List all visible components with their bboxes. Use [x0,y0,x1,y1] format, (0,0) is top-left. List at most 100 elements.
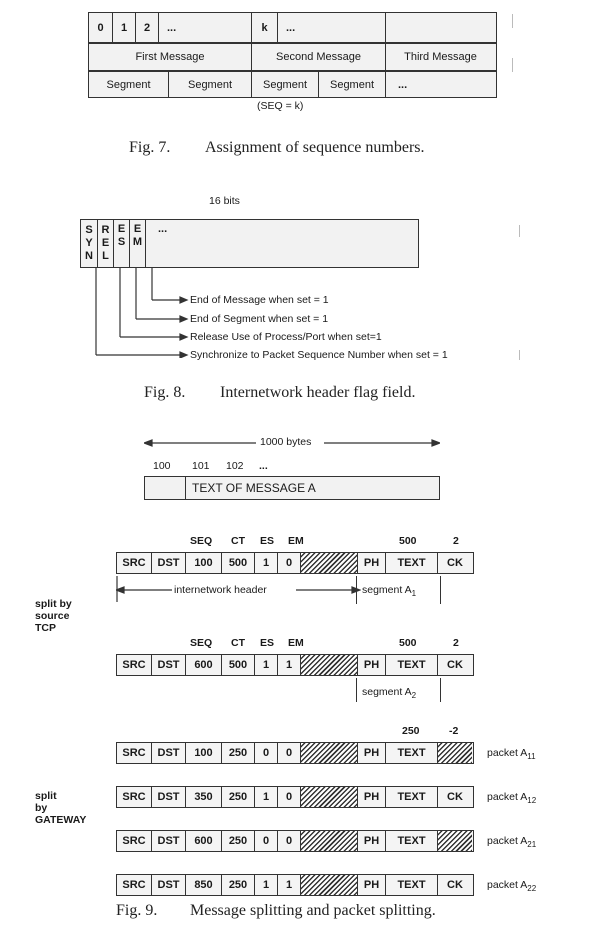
fig9-header-ct: CT [231,535,245,547]
fig9-header-seq: SEQ [190,637,213,649]
fig9-text-cell: TEXT [385,831,437,851]
fig7-segment-cell: Segment [318,72,385,97]
fig8-caption-number: Fig. 8. [144,384,186,401]
fig9-caption-number: Fig. 9. [116,902,158,919]
fig9-field-cell: 1 [254,553,277,573]
fig8-desc-es: End of Segment when set = 1 [190,313,329,325]
fig7-caption-number: Fig. 7. [129,139,171,156]
fig7-seq-cell [385,13,495,42]
fig9-padding-hatch [300,831,357,851]
fig9-field-cell: 0 [277,787,300,807]
fig7-segment-cell: Segment [168,72,251,97]
fig9-packet-label: packet A22 [487,879,536,893]
fig9-caption-text: Message splitting and packet splitting. [190,902,436,919]
fig9-header-em: EM [288,535,304,547]
fig9-internetwork-header-label: internetwork header [174,584,267,596]
fig9-field-cell: 500 [221,553,254,573]
fig9-field-cell: SRC [122,747,146,759]
fig7-segment-row: Segment Segment Segment Segment ... [88,71,497,98]
fig9-packet-label-sub: 21 [527,840,537,850]
fig9-packet-label-sub: 22 [527,884,537,894]
fig7-message-cell: Third Message [385,44,495,70]
fig9-row-above-ck: 2 [453,637,459,649]
margin-mark [519,225,520,237]
fig9-text-cell: TEXT [385,553,437,573]
fig9-packet-label-text: packet A [487,791,528,803]
fig9-packet-label: packet A11 [487,747,536,761]
margin-mark [519,350,520,360]
fig9-message-box-left [145,477,185,499]
fig9-header-ct: CT [231,637,245,649]
fig9-packet-label-text: packet A [487,879,528,891]
fig9-field-cell: 600 [185,655,221,675]
fig7-seq-note: (SEQ = k) [257,100,304,112]
fig7-segment-cell: Segment [106,78,151,91]
fig9-header-es: ES [260,637,275,649]
fig9-offset: 100 [153,460,171,472]
fig9-packet-label-text: packet A [487,747,528,759]
fig9-field-cell: 600 [185,831,221,851]
fig7-seq-cell: 0 [97,21,104,34]
fig7-seq-cell: 2 [135,13,158,42]
fig9-field-cell: 850 [185,875,221,895]
fig9-segment-a1: segment A1 [362,584,417,599]
fig9-ph-cell: PH [357,655,385,675]
fig7-message-row: First Message Second Message Third Messa… [88,43,497,71]
margin-mark [512,14,513,28]
fig7-message-cell: Second Message [251,44,385,70]
fig9-padding-hatch [300,787,357,807]
fig9-packet-label: packet A21 [487,835,536,849]
fig9-field-cell: 0 [277,553,300,573]
fig9-field-cell: DST [151,743,185,763]
fig9-ck-hatch [437,831,472,851]
fig9-field-cell: DST [151,875,185,895]
fig8-connectors [95,268,189,358]
fig9-row-above-text: 500 [399,637,417,649]
fig7-segment-cell: ... [385,72,495,97]
fig9-segment-a2-tick-right [440,678,441,702]
fig9-field-cell: 1 [277,655,300,675]
fig9-field-cell: 350 [185,787,221,807]
fig9-packet-label-text: packet A [487,835,528,847]
fig9-offset: ... [259,460,268,472]
fig9-ph-cell: PH [357,787,385,807]
fig7-caption-text: Assignment of sequence numbers. [205,139,425,156]
fig9-padding-hatch [300,743,357,763]
fig9-ph-cell: PH [357,875,385,895]
fig9-field-cell: 1 [254,655,277,675]
fig9-field-cell: SRC [122,791,146,803]
fig9-segment-a1-tick-right [440,576,441,604]
fig9-segment-a2: segment A2 [362,686,417,701]
fig7-seq-cell: k [251,13,277,42]
fig9-field-cell: 250 [221,743,254,763]
fig9-row-above-text: 250 [402,725,420,737]
fig8-flag-rest: ... [145,220,418,267]
fig9-field-cell: 0 [277,743,300,763]
fig9-bytes-label: 1000 bytes [260,436,312,448]
fig8-desc-rel: Release Use of Process/Port when set=1 [190,331,382,343]
fig9-ck-cell: CK [437,875,472,895]
fig9-field-cell: 1 [254,787,277,807]
fig9-offset: 102 [226,460,244,472]
fig9-packet-label: packet A12 [487,791,536,805]
fig7-message-cell: First Message [135,51,205,63]
fig9-field-cell: DST [151,831,185,851]
fig9-padding-hatch [300,655,357,675]
fig9-packet-label-sub: 11 [527,752,536,762]
fig9-field-cell: DST [151,553,185,573]
fig8-caption-text: Internetwork header flag field. [220,384,416,401]
fig9-ck-cell: CK [437,655,472,675]
fig9-padding-hatch [300,553,357,573]
fig9-ph-cell: PH [357,831,385,851]
fig9-text-cell: TEXT [385,655,437,675]
